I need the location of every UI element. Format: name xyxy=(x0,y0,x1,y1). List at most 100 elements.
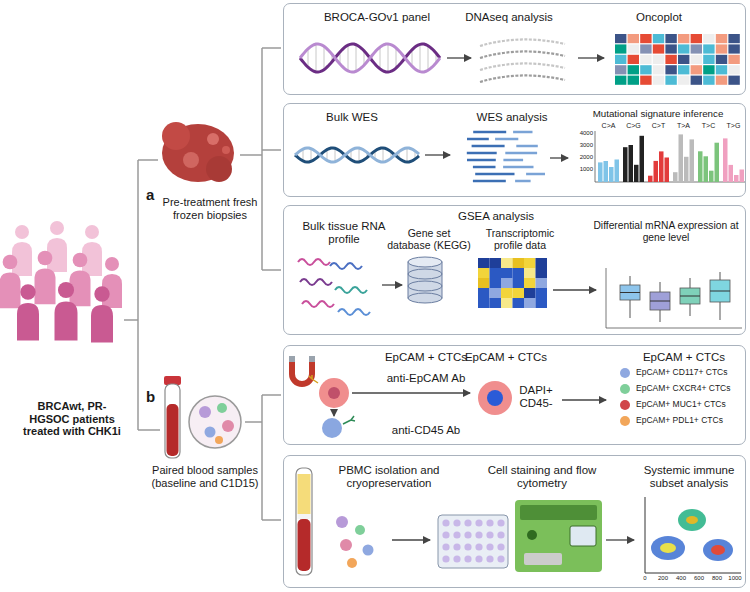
tumor-biopsy xyxy=(222,146,230,154)
step-label: Cell staining and flow cytometry xyxy=(480,464,605,490)
patient-figure xyxy=(58,282,74,298)
boxplot xyxy=(650,301,670,302)
step-label: anti-CD45 Ab xyxy=(376,424,476,437)
boxplot xyxy=(710,291,730,292)
oncoplot-grid xyxy=(678,34,689,43)
oncoplot-grid xyxy=(653,55,664,64)
ctc-subset-marker xyxy=(620,384,630,394)
pbmc-tube xyxy=(298,514,311,519)
dna-helix xyxy=(388,44,389,72)
oncoplot-grid xyxy=(716,44,727,53)
flow-cytometer xyxy=(527,530,537,540)
heatmap xyxy=(524,268,536,278)
axis-label: C>A xyxy=(597,122,621,130)
signature-bar-chart xyxy=(595,131,745,182)
patient-figure xyxy=(55,302,78,341)
well-plate xyxy=(464,531,471,538)
oncoplot-grid xyxy=(678,55,689,64)
signature-bar-chart xyxy=(709,171,714,182)
oncoplot-grid xyxy=(691,76,702,85)
axis-label: 200 xyxy=(653,575,673,582)
oncoplot-grid xyxy=(628,55,639,64)
tumor-biopsy xyxy=(183,152,199,168)
wes-reads xyxy=(473,180,506,183)
pbmc-tube xyxy=(355,525,365,535)
dna-helix xyxy=(428,46,429,71)
oncoplot-grid xyxy=(615,44,626,53)
flow-cytometer xyxy=(570,526,596,546)
step-arrow xyxy=(562,399,606,400)
tumor-biopsy xyxy=(206,156,232,182)
oncoplot-grid xyxy=(728,55,739,64)
signature-bar-chart xyxy=(648,176,653,182)
dna-helix xyxy=(308,49,309,67)
tumor-biopsy xyxy=(207,133,219,145)
oncoplot-grid xyxy=(728,65,739,74)
blood-tube xyxy=(222,420,234,432)
dna-helix xyxy=(300,44,440,72)
oncoplot-grid xyxy=(628,76,639,85)
magnet-capture xyxy=(322,418,342,438)
step-arrow xyxy=(352,392,470,393)
step-label: anti-EpCAM Ab xyxy=(376,372,476,385)
pbmc-tube xyxy=(363,545,374,556)
well-plate xyxy=(442,519,449,526)
heatmap xyxy=(490,268,502,278)
ctc-subset-marker xyxy=(620,368,630,378)
step-label: BROCA-GOv1 panel xyxy=(312,11,442,24)
well-plate xyxy=(497,531,504,538)
rna-strand xyxy=(298,259,330,265)
panel-box: BROCA-GOv1 panelDNAseq analysisOncoplot xyxy=(283,3,746,95)
oncoplot-grid xyxy=(665,55,676,64)
signature-bar-chart xyxy=(698,151,703,182)
signature-bar-chart xyxy=(604,161,609,182)
blood-tube xyxy=(217,403,227,413)
sequence-reads xyxy=(480,39,565,46)
oncoplot-grid xyxy=(653,76,664,85)
heatmap xyxy=(478,288,490,298)
rna-strand xyxy=(302,301,334,307)
oncoplot-grid xyxy=(615,76,626,85)
step-label: Bulk tissue RNA profile xyxy=(296,220,392,246)
step-label: Mutational signature inference xyxy=(568,108,748,119)
heatmap xyxy=(536,288,548,298)
heatmap xyxy=(478,278,490,288)
pbmc-tube xyxy=(296,468,312,575)
step-label: Gene set database (KEGG) xyxy=(387,227,471,251)
signature-bar-chart xyxy=(704,156,709,182)
heatmap xyxy=(524,298,536,308)
axis-label: 1000 xyxy=(569,166,593,173)
patient-figure xyxy=(35,269,56,305)
flow-plot xyxy=(660,543,676,553)
tumor-biopsy xyxy=(162,122,190,150)
well-plate xyxy=(453,531,460,538)
step-label: Differential mRNA expression at gene lev… xyxy=(589,220,744,244)
oncoplot-grid xyxy=(628,34,639,43)
heatmap xyxy=(536,258,548,268)
oncoplot-grid xyxy=(665,44,676,53)
signature-bar-chart xyxy=(615,160,620,183)
well-plate xyxy=(438,515,508,568)
bracket xyxy=(245,395,281,520)
heatmap xyxy=(490,258,502,268)
flow-cytometer xyxy=(515,500,602,572)
signature-bar-chart xyxy=(690,139,695,182)
oncoplot-grid xyxy=(640,34,651,43)
well-plate xyxy=(453,519,460,526)
signature-bar-chart xyxy=(629,145,634,182)
sequence-reads xyxy=(480,75,565,82)
oncoplot-grid xyxy=(678,65,689,74)
oncoplot-grid xyxy=(615,55,626,64)
dna-helix xyxy=(407,148,408,162)
oncoplot-grid xyxy=(615,65,626,74)
heatmap xyxy=(490,288,502,298)
heatmap xyxy=(513,268,525,278)
well-plate xyxy=(475,519,482,526)
heatmap xyxy=(536,268,548,278)
caption-label: Pre-treatment fresh frozen biopsies xyxy=(160,196,260,221)
patient-figure xyxy=(17,303,39,340)
well-plate xyxy=(497,519,504,526)
oncoplot-grid xyxy=(691,34,702,43)
well-plate xyxy=(486,543,493,550)
oncoplot-grid xyxy=(640,55,651,64)
